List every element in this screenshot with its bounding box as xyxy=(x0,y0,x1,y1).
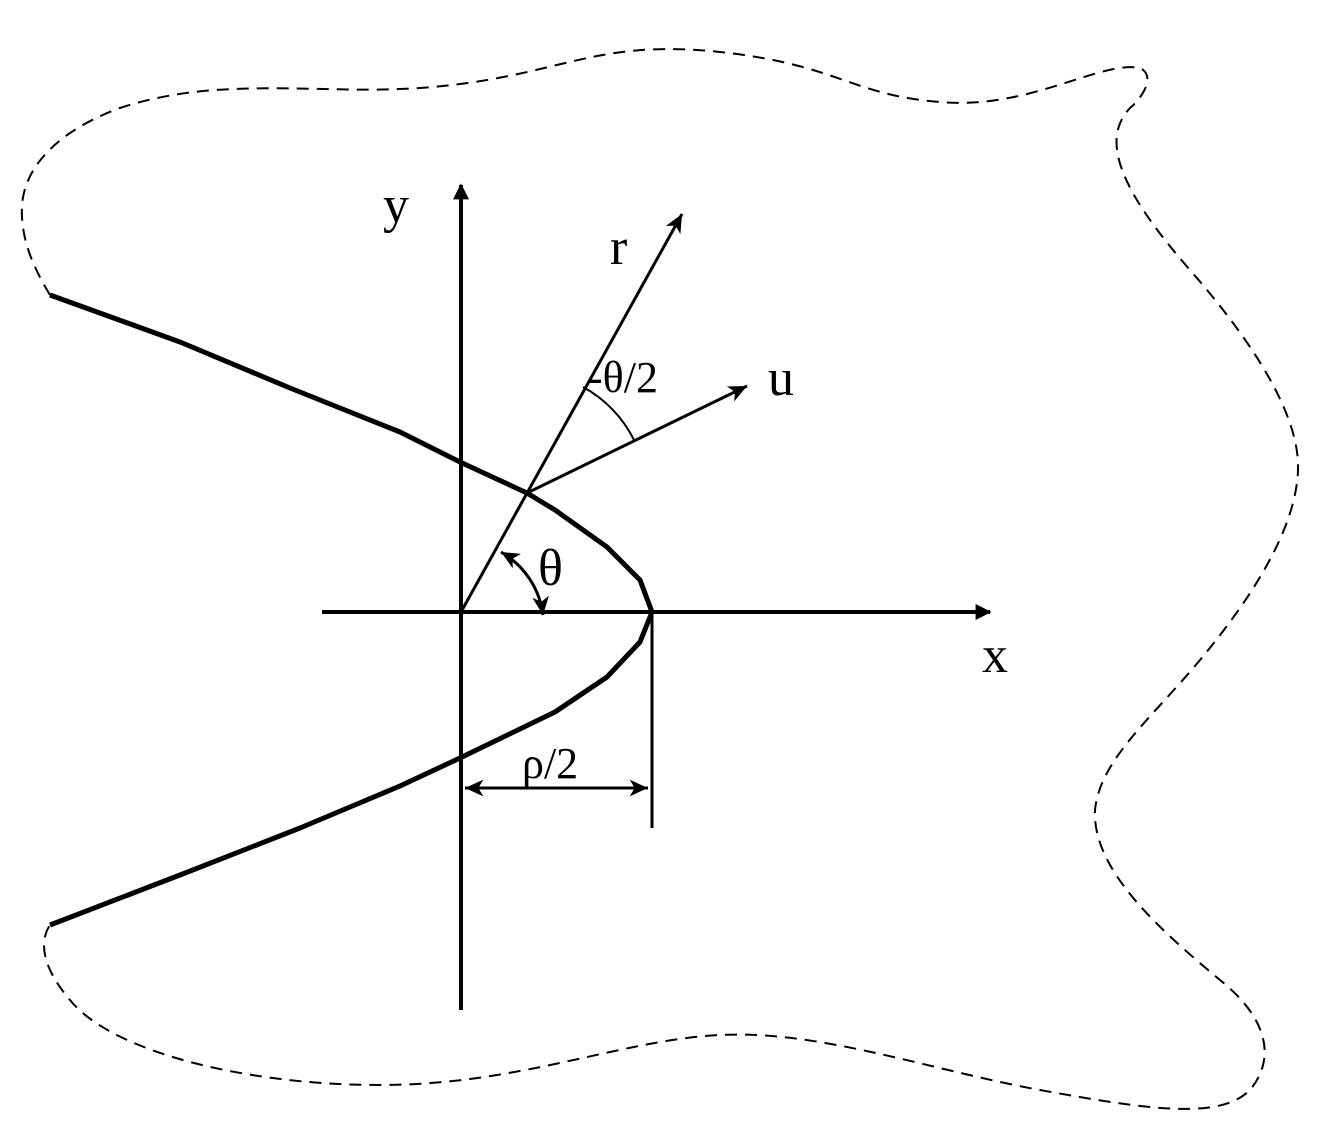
x-axis-label: x xyxy=(982,627,1008,684)
r-ray xyxy=(459,213,684,613)
u-vector-label: u xyxy=(768,350,794,407)
half-angle-arc xyxy=(582,386,635,441)
theta-label: θ xyxy=(538,540,563,597)
rho-half-label: ρ/2 xyxy=(522,739,578,788)
theta-arc xyxy=(500,550,549,616)
y-axis-label: y xyxy=(383,177,409,234)
body-boundary xyxy=(20,48,1300,1110)
r-axis-label: r xyxy=(610,219,627,276)
u-vector xyxy=(526,384,748,495)
notch-curve xyxy=(49,292,655,928)
half-angle-label: -θ/2 xyxy=(588,353,658,402)
